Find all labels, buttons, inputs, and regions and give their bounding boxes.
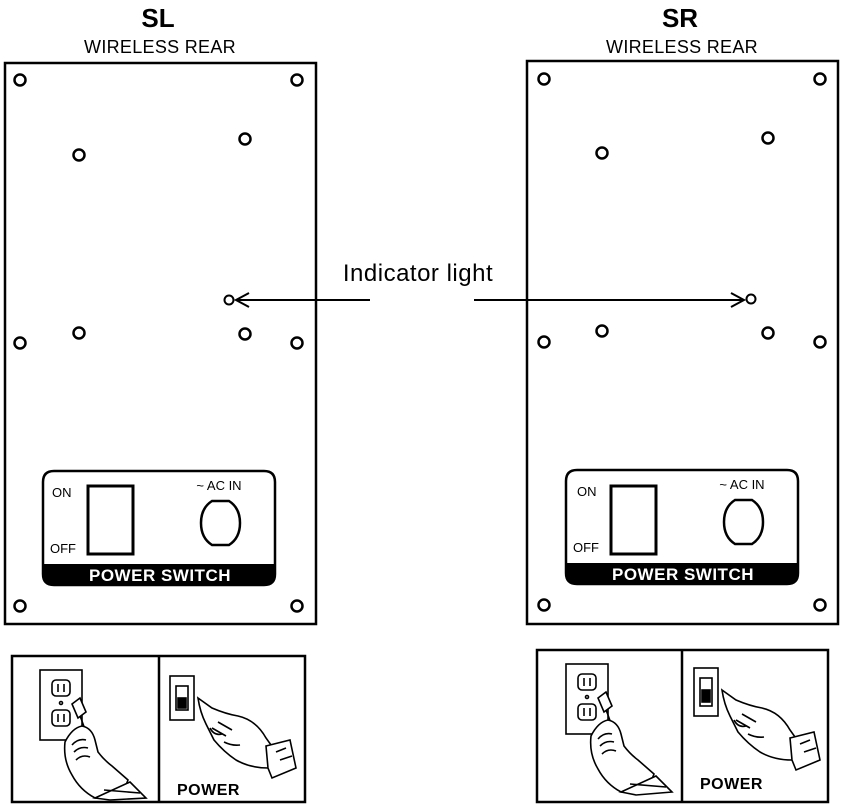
left-power-switch-band [43, 564, 275, 585]
right-rocker-switch [609, 484, 658, 556]
right-ac-in-label: ~ AC IN [719, 477, 764, 492]
screw-hole-icon [13, 73, 27, 87]
right-power-instruction-label: POWER [700, 776, 763, 793]
left-indicator-light [223, 294, 235, 306]
left-speaker-group: SL WIRELESS REAR POWER SWITCH ON OFF ~ A… [3, 3, 318, 626]
right-switch-off-label: OFF [573, 540, 599, 555]
indicator-light-label: Indicator light [343, 260, 493, 287]
wall-switch-icon [693, 667, 719, 717]
right-power-switch-label: POWER SWITCH [612, 565, 754, 584]
left-power-switch-label: POWER SWITCH [89, 566, 231, 585]
screw-hole-icon [290, 73, 304, 87]
screw-hole-icon [813, 335, 827, 349]
screw-hole-icon [13, 599, 27, 613]
left-instruction-box: POWER [10, 654, 307, 804]
left-panel-subtitle: WIRELESS REAR [84, 37, 236, 57]
screw-hole-icon [813, 72, 827, 86]
hand-icon [589, 719, 655, 793]
screw-hole-icon [761, 326, 775, 340]
right-power-module: POWER SWITCH ON OFF ~ AC IN [564, 468, 800, 586]
screw-hole-icon [238, 132, 252, 146]
left-ac-in-label: ~ AC IN [196, 478, 241, 493]
left-switch-off-label: OFF [50, 541, 76, 556]
right-power-switch-band [566, 563, 798, 584]
left-switch-on-illustration [169, 675, 297, 780]
screw-hole-icon [13, 336, 27, 350]
right-rear-panel [525, 59, 840, 626]
screw-hole-icon [72, 326, 86, 340]
screw-hole-icon [537, 72, 551, 86]
right-switch-on-label: ON [577, 484, 597, 499]
left-power-instruction-label: POWER [177, 782, 240, 799]
screw-hole-icon [595, 146, 609, 160]
hand-icon [720, 688, 801, 761]
screw-hole-icon [72, 148, 86, 162]
screw-hole-icon [537, 598, 551, 612]
left-power-module: POWER SWITCH ON OFF ~ AC IN [41, 469, 277, 587]
indicator-callout: Indicator light [233, 260, 747, 308]
left-rocker-switch [86, 484, 135, 556]
left-switch-on-label: ON [52, 485, 72, 500]
ac-socket-icon [199, 499, 242, 547]
screw-hole-icon [761, 131, 775, 145]
hand-icon [196, 696, 277, 769]
screw-hole-icon [290, 599, 304, 613]
left-panel-title: SL [141, 3, 174, 33]
right-instruction-box: POWER [535, 648, 830, 804]
left-arrowhead [233, 292, 250, 308]
left-plug-in-illustration [39, 669, 148, 801]
ac-socket-icon [722, 498, 765, 546]
screw-hole-icon [813, 598, 827, 612]
right-switch-on-illustration [693, 667, 821, 772]
right-plug-in-illustration [565, 663, 674, 796]
right-arrowhead [730, 292, 747, 308]
right-panel-title: SR [662, 3, 698, 33]
screw-hole-icon [595, 324, 609, 338]
right-indicator-light [745, 293, 757, 305]
screw-hole-icon [290, 336, 304, 350]
right-speaker-group: SR WIRELESS REAR POWER SWITCH ON OFF ~ A… [525, 3, 840, 626]
wall-switch-icon [169, 675, 195, 721]
left-rear-panel [3, 61, 318, 626]
right-panel-subtitle: WIRELESS REAR [606, 37, 758, 57]
screw-hole-icon [238, 327, 252, 341]
hand-icon [63, 725, 129, 799]
screw-hole-icon [537, 335, 551, 349]
